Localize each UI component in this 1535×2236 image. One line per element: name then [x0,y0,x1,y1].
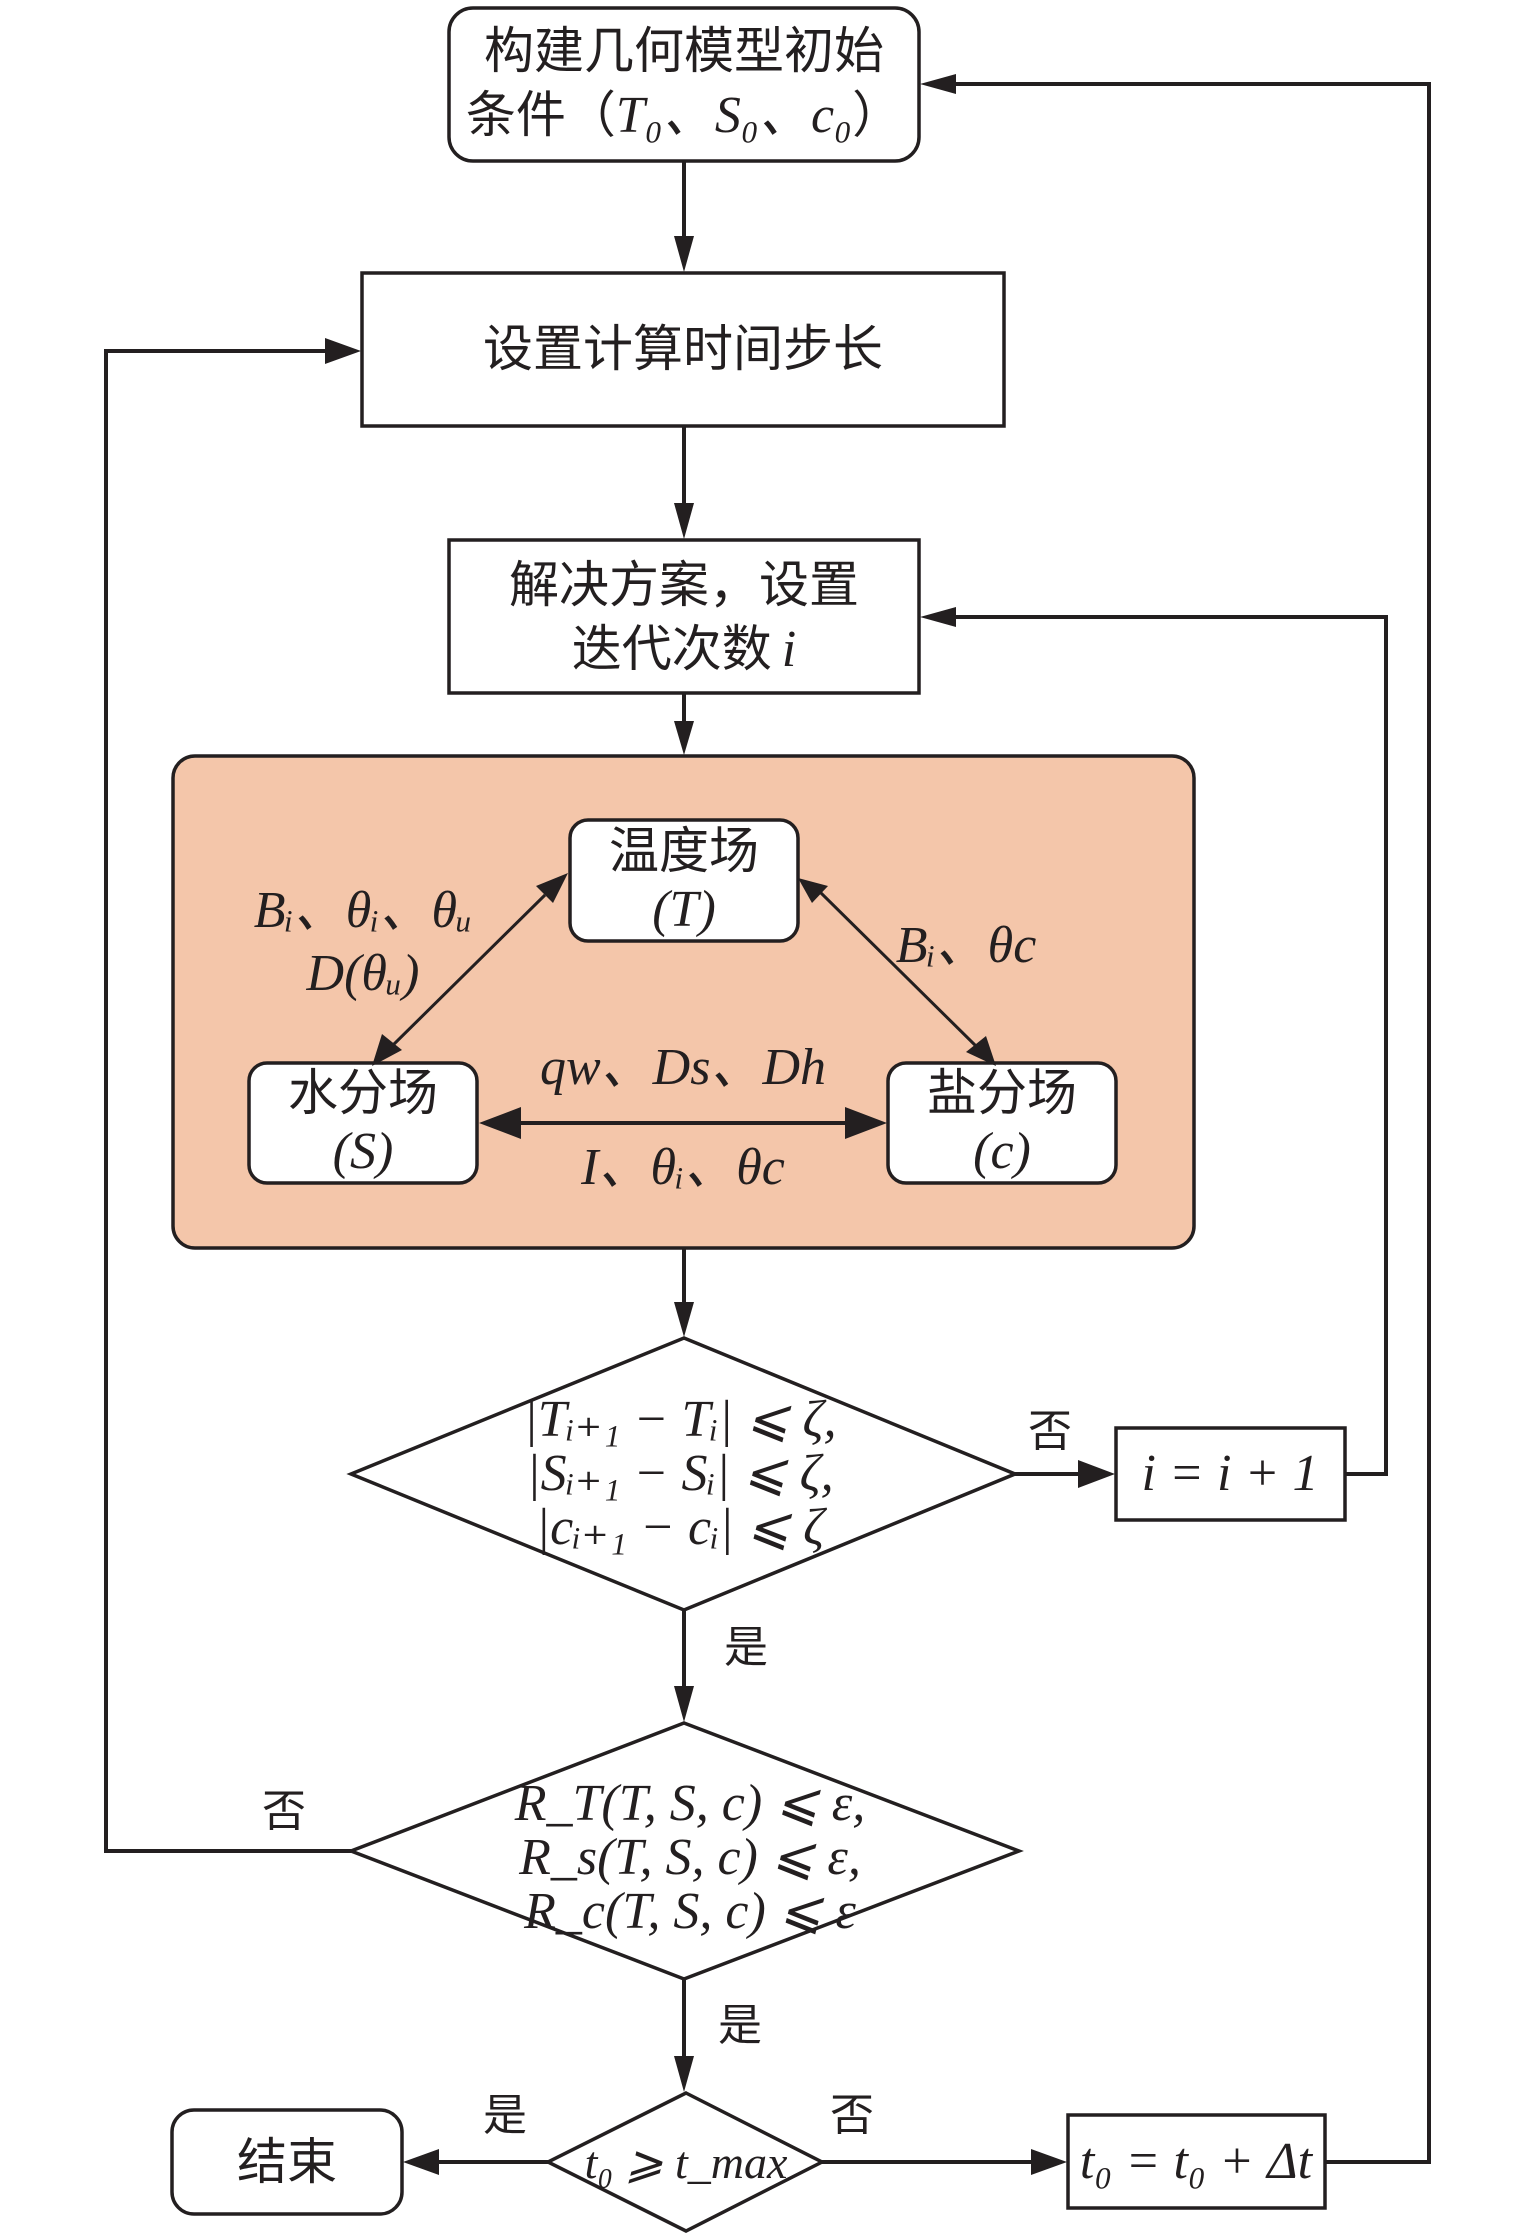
moisture-field-symbol: (S) [333,1123,394,1180]
edge-label-residual-no: 否 [262,1786,306,1837]
residual-line-2: R_s(T, S, c) ⩽ ε, [518,1829,861,1886]
edge-label-convergence-no: 否 [1028,1406,1072,1457]
arrow-convergence-to-residual [674,1610,694,1722]
convergence-decision[interactable]: |Tᵢ₊₁ − Tᵢ| ⩽ ζ, |Sᵢ₊₁ − Sᵢ| ⩽ ζ, |cᵢ₊₁ … [346,1336,1020,1612]
convergence-line-3: |cᵢ₊₁ − cᵢ| ⩽ ζ [536,1499,827,1556]
temperature-field-symbol: (T) [652,881,716,938]
arrow-init-to-timestep [674,161,694,272]
label-temp-moisture-2: D(θᵤ) [306,945,420,1002]
loop-time-increment-to-init [920,74,1431,2164]
temperature-field-node[interactable]: 温度场 (T) [568,818,800,943]
salt-field-node[interactable]: 盐分场 (c) [886,1061,1118,1185]
residual-decision[interactable]: R_T(T, S, c) ⩽ ε, R_s(T, S, c) ⩽ ε, R_c(… [346,1721,1024,1981]
residual-line-1: R_T(T, S, c) ⩽ ε, [514,1775,866,1832]
label-temp-moisture-1: Bᵢ、θᵢ、θᵤ [254,882,473,939]
timestep-label: 设置计算时间步长 [483,320,883,378]
arrow-solve-to-coupling [674,693,694,755]
temperature-field-name: 温度场 [609,822,759,880]
label-temp-salt: Bᵢ、θc [896,917,1037,974]
coupling-arrow-temp-salt [798,878,996,1066]
moisture-field-name: 水分场 [288,1064,438,1122]
arrow-time-to-increment [822,2149,1067,2175]
time-increment-label: t₀ = t₀ + Δt [1080,2133,1314,2190]
coupling-arrow-temp-moisture [372,873,568,1066]
arrow-convergence-to-increment [1015,1460,1115,1488]
time-increment-node[interactable]: t₀ = t₀ + Δt [1066,2113,1327,2210]
edge-label-time-no: 否 [830,2090,874,2141]
arrow-coupling-to-convergence [674,1248,694,1337]
convergence-line-2: |Sᵢ₊₁ − Sᵢ| ⩽ ζ, [526,1445,833,1502]
edge-label-residual-yes: 是 [718,2000,762,2051]
time-decision[interactable]: t₀ ⩾ t_max [544,2091,826,2233]
convergence-line-1: |Tᵢ₊₁ − Tᵢ| ⩽ ζ, [523,1391,836,1448]
label-moisture-salt-top: qw、Ds、Dh [540,1039,826,1096]
time-check-label: t₀ ⩾ t_max [585,2137,788,2188]
increment-i-label: i = i + 1 [1141,1445,1318,1502]
label-moisture-salt-bottom: I、θᵢ、θc [580,1139,785,1196]
timestep-node[interactable]: 设置计算时间步长 [360,271,1006,428]
init-node[interactable]: 构建几何模型初始 条件（T₀、S₀、c₀） [447,6,921,163]
loop-increment-to-solve [920,607,1388,1476]
salt-field-symbol: (c) [973,1123,1031,1180]
increment-i-node[interactable]: i = i + 1 [1114,1426,1347,1522]
init-line2: 条件（T₀、S₀、c₀） [466,86,902,144]
loop-residual-to-timestep [104,338,361,1853]
arrow-residual-to-time [674,1979,694,2092]
init-line1: 构建几何模型初始 [484,22,884,80]
edge-label-time-yes: 是 [483,2090,527,2141]
salt-field-name: 盐分场 [927,1064,1077,1122]
residual-line-3: R_c(T, S, c) ⩽ ε [523,1883,856,1940]
end-node[interactable]: 结束 [170,2108,404,2216]
edge-label-convergence-yes: 是 [724,1622,768,1673]
solve-line1: 解决方案，设置 [509,556,859,614]
arrow-time-to-end [403,2149,548,2175]
coupling-arrow-moisture-salt [479,1107,887,1139]
arrow-timestep-to-solve [674,426,694,539]
end-label: 结束 [237,2133,337,2191]
moisture-field-node[interactable]: 水分场 (S) [247,1061,479,1185]
